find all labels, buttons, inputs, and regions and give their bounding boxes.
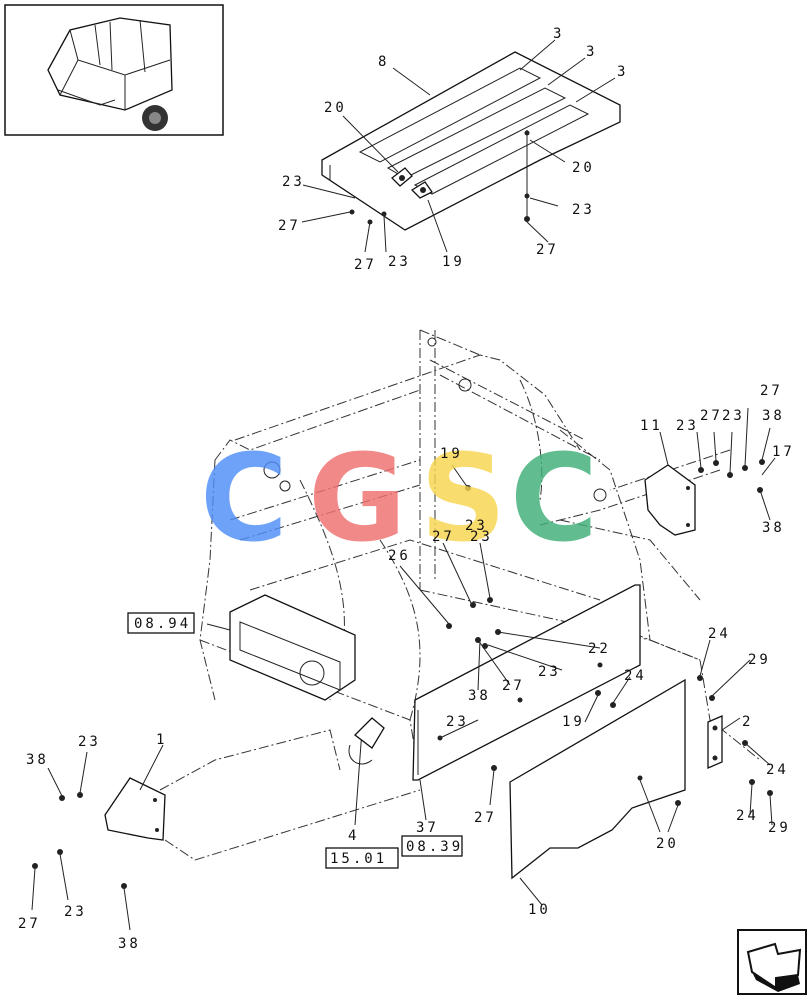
callout: 38: [762, 520, 785, 536]
callout: 23: [388, 254, 411, 270]
callout: 23: [572, 202, 595, 218]
callout: 8: [378, 54, 389, 70]
guard-11: [644, 464, 696, 536]
callout: 24: [766, 762, 789, 778]
callout: 1: [156, 732, 167, 748]
callout: 23: [78, 734, 101, 750]
callout: 23: [64, 904, 87, 920]
callout: 20: [572, 160, 595, 176]
callouts-top: 8 3 3 3 20 20 23 23 27 27 23 19 27: [278, 26, 628, 273]
watermark-letter-2: G: [308, 430, 407, 569]
callout: 27: [760, 383, 783, 399]
callout: 27: [18, 916, 41, 932]
side-panel-37: [412, 584, 641, 781]
callouts-main: 11 23 27 23 27 38 17 38 19 23 27 26 23 2…: [18, 383, 795, 952]
actuator-4: [348, 717, 385, 765]
callout: 38: [762, 408, 785, 424]
callout: 19: [562, 714, 585, 730]
callout: 37: [416, 820, 439, 836]
box-frame: [229, 594, 356, 701]
ref-box-08-39: 08.39: [406, 839, 463, 855]
callout: 17: [772, 444, 795, 460]
callout: 3: [586, 44, 597, 60]
callout: 27: [700, 408, 723, 424]
callout: 10: [528, 902, 551, 918]
callout: 27: [278, 218, 301, 234]
callout: 20: [324, 100, 347, 116]
callout: 4: [348, 828, 359, 844]
callout: 24: [736, 808, 759, 824]
callout: 22: [588, 641, 611, 657]
callout: 23: [538, 664, 561, 680]
callout: 19: [442, 254, 465, 270]
callout: 2: [742, 714, 753, 730]
baler-thumbnail: [4, 4, 224, 136]
callout: 24: [708, 626, 731, 642]
callout: 23: [722, 408, 745, 424]
callout: 38: [468, 688, 491, 704]
reference-boxes: 08.94 15.01 08.39: [127, 612, 463, 869]
callout: 3: [617, 64, 628, 80]
baler-frame-outline: [159, 329, 761, 861]
callout: 38: [26, 752, 49, 768]
watermark-letter-4: C: [510, 430, 598, 569]
callout: 11: [640, 418, 663, 434]
bracket-2: [707, 715, 723, 769]
watermark-letter-1: C: [200, 430, 288, 569]
callout: 24: [624, 668, 647, 684]
callout: 19: [440, 446, 463, 462]
callout: 26: [388, 548, 411, 564]
callout: 38: [118, 936, 141, 952]
leader-lines: [31, 407, 776, 931]
callout: 20: [656, 836, 679, 852]
callout: 3: [553, 26, 564, 42]
guard-1: [104, 777, 166, 841]
callout: 27: [536, 242, 559, 258]
callout: 23: [676, 418, 699, 434]
callout: 27: [502, 678, 525, 694]
callout: 29: [768, 820, 791, 836]
side-panel-10: [509, 678, 686, 880]
ref-box-08-94: 08.94: [134, 616, 191, 632]
ref-box-15-01: 15.01: [330, 851, 387, 867]
next-page-arrow-icon[interactable]: [737, 929, 807, 995]
callout: 27: [432, 529, 455, 545]
callout: 27: [474, 810, 497, 826]
watermark-letter-3: S: [420, 430, 506, 569]
callout: 23: [470, 529, 493, 545]
watermark-logo: C G S C: [200, 430, 598, 569]
callout: 29: [748, 652, 771, 668]
callout: 23: [446, 714, 469, 730]
callout: 23: [282, 174, 305, 190]
callout: 23: [465, 518, 488, 534]
cover-panel-assembly: [301, 39, 621, 253]
callout: 27: [354, 257, 377, 273]
